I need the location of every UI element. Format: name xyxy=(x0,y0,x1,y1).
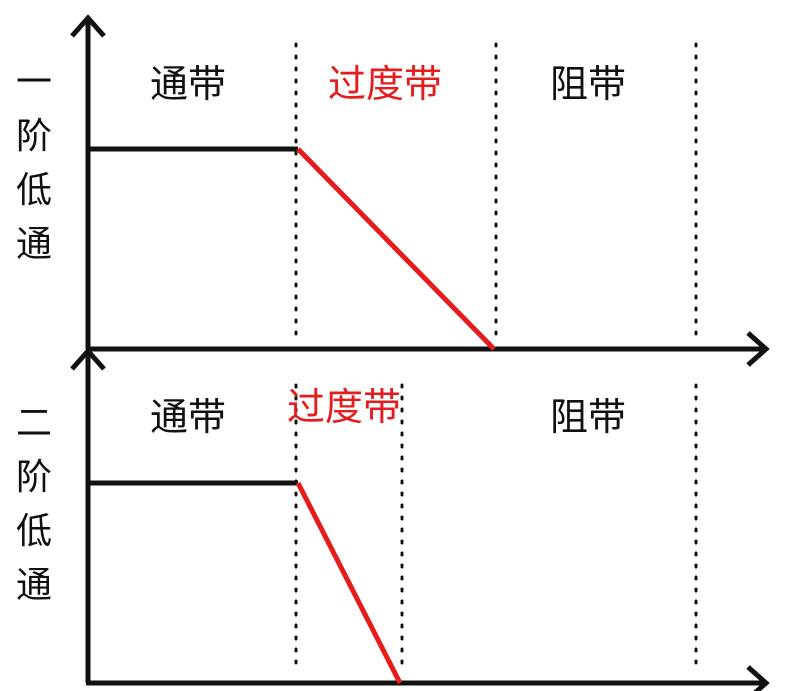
order-label-char: 低 xyxy=(15,511,52,552)
x-axis-arrowhead xyxy=(746,665,770,691)
order-label-char: 通 xyxy=(15,224,52,265)
order-label-char: 一 xyxy=(15,62,52,103)
first-order-plot xyxy=(70,14,770,367)
second-order-lowpass-panel: 二 阶 低 通 通带 过度带 阻带 xyxy=(0,345,794,691)
second-order-plot xyxy=(70,347,770,691)
order-label-char: 二 xyxy=(15,403,52,444)
y-axis-arrowhead xyxy=(70,347,106,371)
stopband-label: 阻带 xyxy=(550,62,627,106)
passband-label: 通带 xyxy=(150,62,227,106)
stopband-label: 阻带 xyxy=(550,395,627,439)
filter-order-label: 一 阶 低 通 xyxy=(14,56,54,272)
passband-label: 通带 xyxy=(150,395,227,439)
transition-band-label: 过度带 xyxy=(328,62,443,106)
order-label-char: 低 xyxy=(15,170,52,211)
y-axis-arrowhead xyxy=(70,14,106,38)
order-label-char: 阶 xyxy=(15,457,52,498)
order-label-char: 阶 xyxy=(15,116,52,157)
transition-response-line xyxy=(295,481,403,685)
x-axis-arrowhead xyxy=(746,331,770,367)
first-order-lowpass-panel: 一 阶 低 通 通带 过度带 阻带 xyxy=(14,14,770,367)
order-label-char: 通 xyxy=(15,565,52,606)
filter-order-label: 二 阶 低 通 xyxy=(14,397,54,613)
transition-band-label: 过度带 xyxy=(287,385,402,429)
transition-response-line xyxy=(296,147,496,351)
